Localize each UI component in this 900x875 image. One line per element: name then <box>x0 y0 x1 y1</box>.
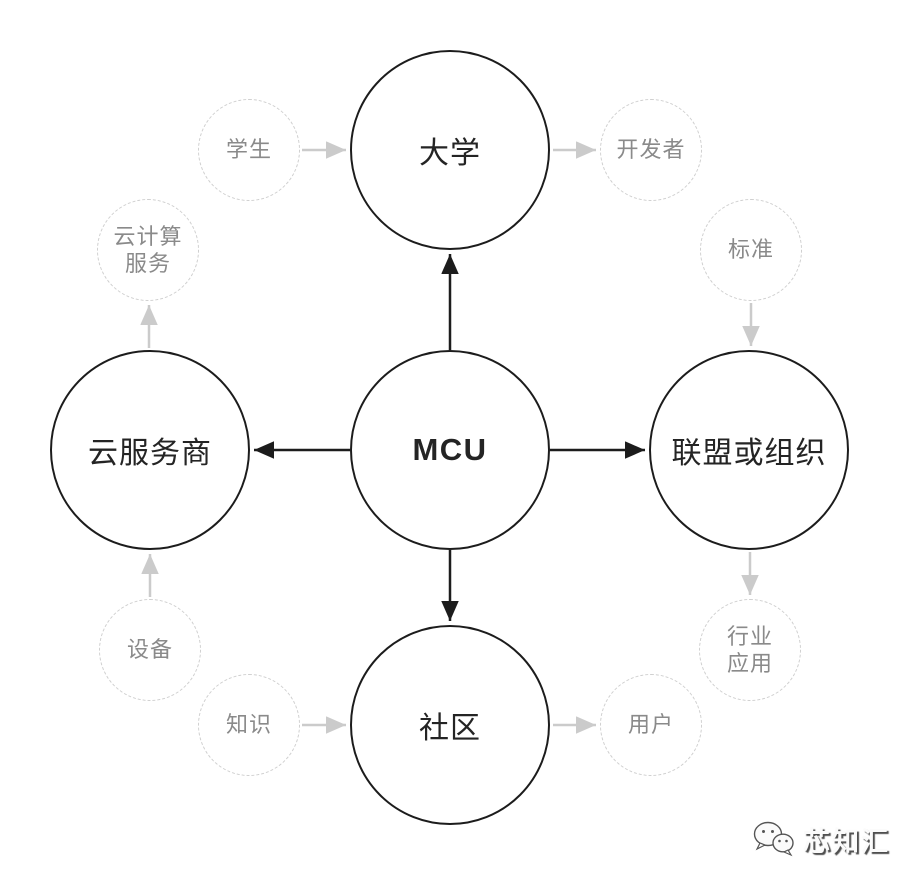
node-user-label: 用户 <box>627 712 674 738</box>
node-student-label: 学生 <box>225 137 272 163</box>
node-community: 社区 <box>350 625 550 825</box>
node-developer: 开发者 <box>600 99 702 201</box>
node-cloud-provider-label: 云服务商 <box>88 437 212 470</box>
node-mcu: MCU <box>350 350 550 550</box>
node-developer-label: 开发者 <box>616 137 686 163</box>
node-alliance-label: 联盟或组织 <box>671 437 827 470</box>
node-knowledge: 知识 <box>198 674 300 776</box>
node-cloud-service: 云计算 服务 <box>97 199 199 301</box>
watermark-text: 芯知汇 <box>803 826 890 857</box>
node-university: 大学 <box>350 50 550 250</box>
node-university-label: 大学 <box>419 137 481 170</box>
node-knowledge-label: 知识 <box>225 712 272 738</box>
node-standard: 标准 <box>700 199 802 301</box>
node-industry-app: 行业 应用 <box>699 599 801 701</box>
wechat-bubbles-icon <box>753 821 794 857</box>
node-community-label: 社区 <box>419 712 481 745</box>
node-user: 用户 <box>600 674 702 776</box>
node-standard-label: 标准 <box>727 237 774 263</box>
watermark: 芯知汇 <box>752 816 890 862</box>
node-cloud-service-label: 云计算 服务 <box>113 223 183 277</box>
node-cloud-provider: 云服务商 <box>50 350 250 550</box>
node-alliance: 联盟或组织 <box>649 350 849 550</box>
node-mcu-label: MCU <box>412 432 488 467</box>
node-industry-app-label: 行业 应用 <box>726 623 773 677</box>
node-device-label: 设备 <box>126 637 173 663</box>
node-student: 学生 <box>198 99 300 201</box>
node-device: 设备 <box>99 599 201 701</box>
